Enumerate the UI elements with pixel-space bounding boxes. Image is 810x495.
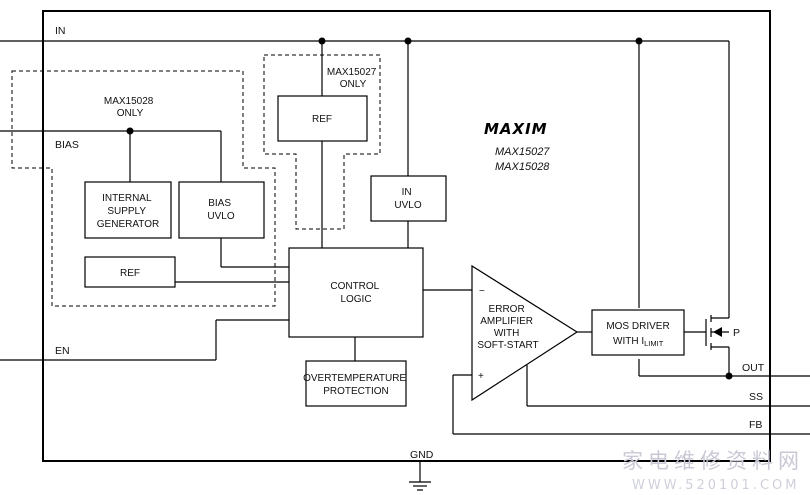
bias-uvlo-block bbox=[178, 181, 265, 239]
junction-dots bbox=[126, 37, 733, 380]
in-uvlo-block bbox=[370, 175, 447, 222]
pin-bias-label: BIAS bbox=[55, 139, 79, 151]
pin-gnd-label: GND bbox=[410, 449, 434, 461]
ref-left-label: REF bbox=[120, 268, 140, 279]
p-mosfet-icon bbox=[705, 308, 730, 350]
in-uvlo-label: IN UVLO bbox=[394, 187, 421, 211]
pin-in-label: IN bbox=[55, 25, 66, 37]
control-logic-label: CONTROL LOGIC bbox=[330, 281, 381, 305]
wires bbox=[0, 40, 810, 482]
amp-plus-label: + bbox=[478, 371, 484, 382]
internal-supply-label: INTERNAL SUPPLY GENERATOR bbox=[97, 193, 159, 230]
error-amplifier-block bbox=[471, 264, 579, 402]
p-channel-label: P bbox=[733, 327, 740, 339]
mos-driver-label-line1: MOS DRIVER bbox=[606, 321, 669, 332]
max15027-only-region bbox=[263, 54, 381, 230]
internal-supply-block bbox=[84, 181, 172, 239]
labels: IN BIAS EN GND OUT SS FB MAX15028 ONLY M… bbox=[55, 25, 765, 461]
amp-minus-label: − bbox=[479, 286, 485, 297]
pin-ss-label: SS bbox=[749, 391, 763, 403]
watermark-cn: 家电维修资料网 bbox=[622, 449, 804, 473]
pin-out-label: OUT bbox=[742, 362, 765, 374]
overtemp-label: OVERTEMPERATURE PROTECTION bbox=[303, 373, 409, 397]
max15028-only-region bbox=[11, 70, 276, 307]
mos-driver-block bbox=[591, 309, 685, 356]
chip-outline bbox=[42, 10, 771, 462]
control-logic-block bbox=[288, 247, 424, 338]
part-number-1: MAX15027 bbox=[495, 146, 550, 158]
maxim-logo: MAXIM bbox=[484, 120, 548, 138]
mos-driver-label-line2: WITH ILIMIT bbox=[613, 336, 664, 348]
part-number-2: MAX15028 bbox=[495, 161, 550, 173]
pin-en-label: EN bbox=[55, 345, 70, 357]
overtemp-block bbox=[305, 360, 407, 407]
watermark-url: WWW.520101.COM bbox=[632, 478, 800, 493]
ref-top-label: REF bbox=[312, 114, 332, 125]
ref-left-block bbox=[84, 256, 176, 288]
ground-icon bbox=[409, 481, 431, 491]
ref-top-block bbox=[277, 95, 368, 142]
bias-uvlo-label: BIAS UVLO bbox=[207, 198, 234, 222]
max15028-only-label: MAX15028 ONLY bbox=[104, 96, 156, 119]
pin-fb-label: FB bbox=[749, 419, 762, 431]
max15027-only-label: MAX15027 ONLY bbox=[327, 67, 379, 90]
error-amp-label: ERROR AMPLIFIER WITH SOFT-START bbox=[477, 304, 538, 351]
